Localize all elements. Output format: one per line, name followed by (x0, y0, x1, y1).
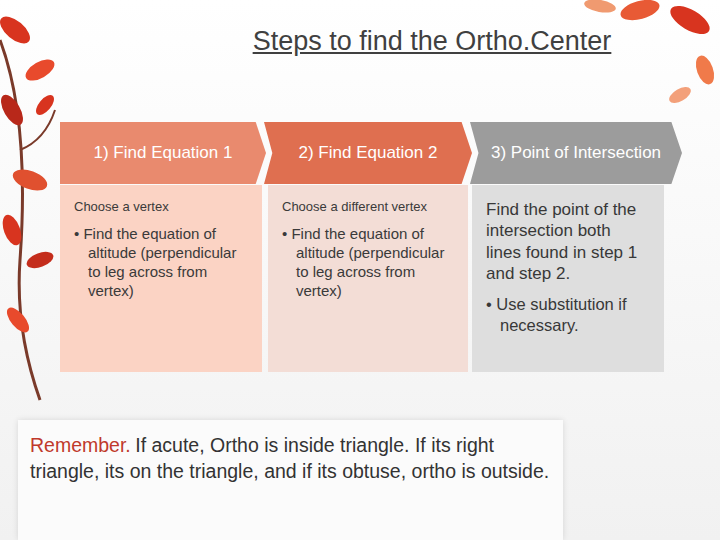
bullet-text: • Use substitution if necessary. (486, 294, 650, 335)
step-body-box: Choose a vertex • Find the equation of al… (60, 185, 262, 372)
step-body-box: Find the point of the intersection both … (472, 185, 664, 372)
bullet-text: • Find the equation of altitude (perpend… (282, 225, 454, 300)
step-title: 3) Point of Intersection (491, 143, 661, 163)
step-header-chevron: 1) Find Equation 1 (60, 122, 266, 184)
step-text: Find the point of the intersection both … (486, 199, 650, 284)
note-box: Remember. If acute, Ortho is inside tria… (18, 420, 563, 540)
title-text: Steps to find the Ortho.Center (253, 26, 612, 57)
step-title: 2) Find Equation 2 (299, 143, 438, 163)
step-text: Choose a vertex (74, 199, 248, 215)
step-header-chevron: 3) Point of Intersection (470, 122, 682, 184)
step-text: Choose a different vertex (282, 199, 454, 215)
step-body-box: Choose a different vertex • Find the equa… (268, 185, 468, 372)
step-title: 1) Find Equation 1 (94, 143, 233, 163)
bullet-text: • Find the equation of altitude (perpend… (74, 225, 248, 300)
step-header-chevron: 2) Find Equation 2 (264, 122, 472, 184)
note-paragraph: Remember. If acute, Ortho is inside tria… (30, 432, 551, 485)
note-label: Remember. (30, 434, 131, 456)
